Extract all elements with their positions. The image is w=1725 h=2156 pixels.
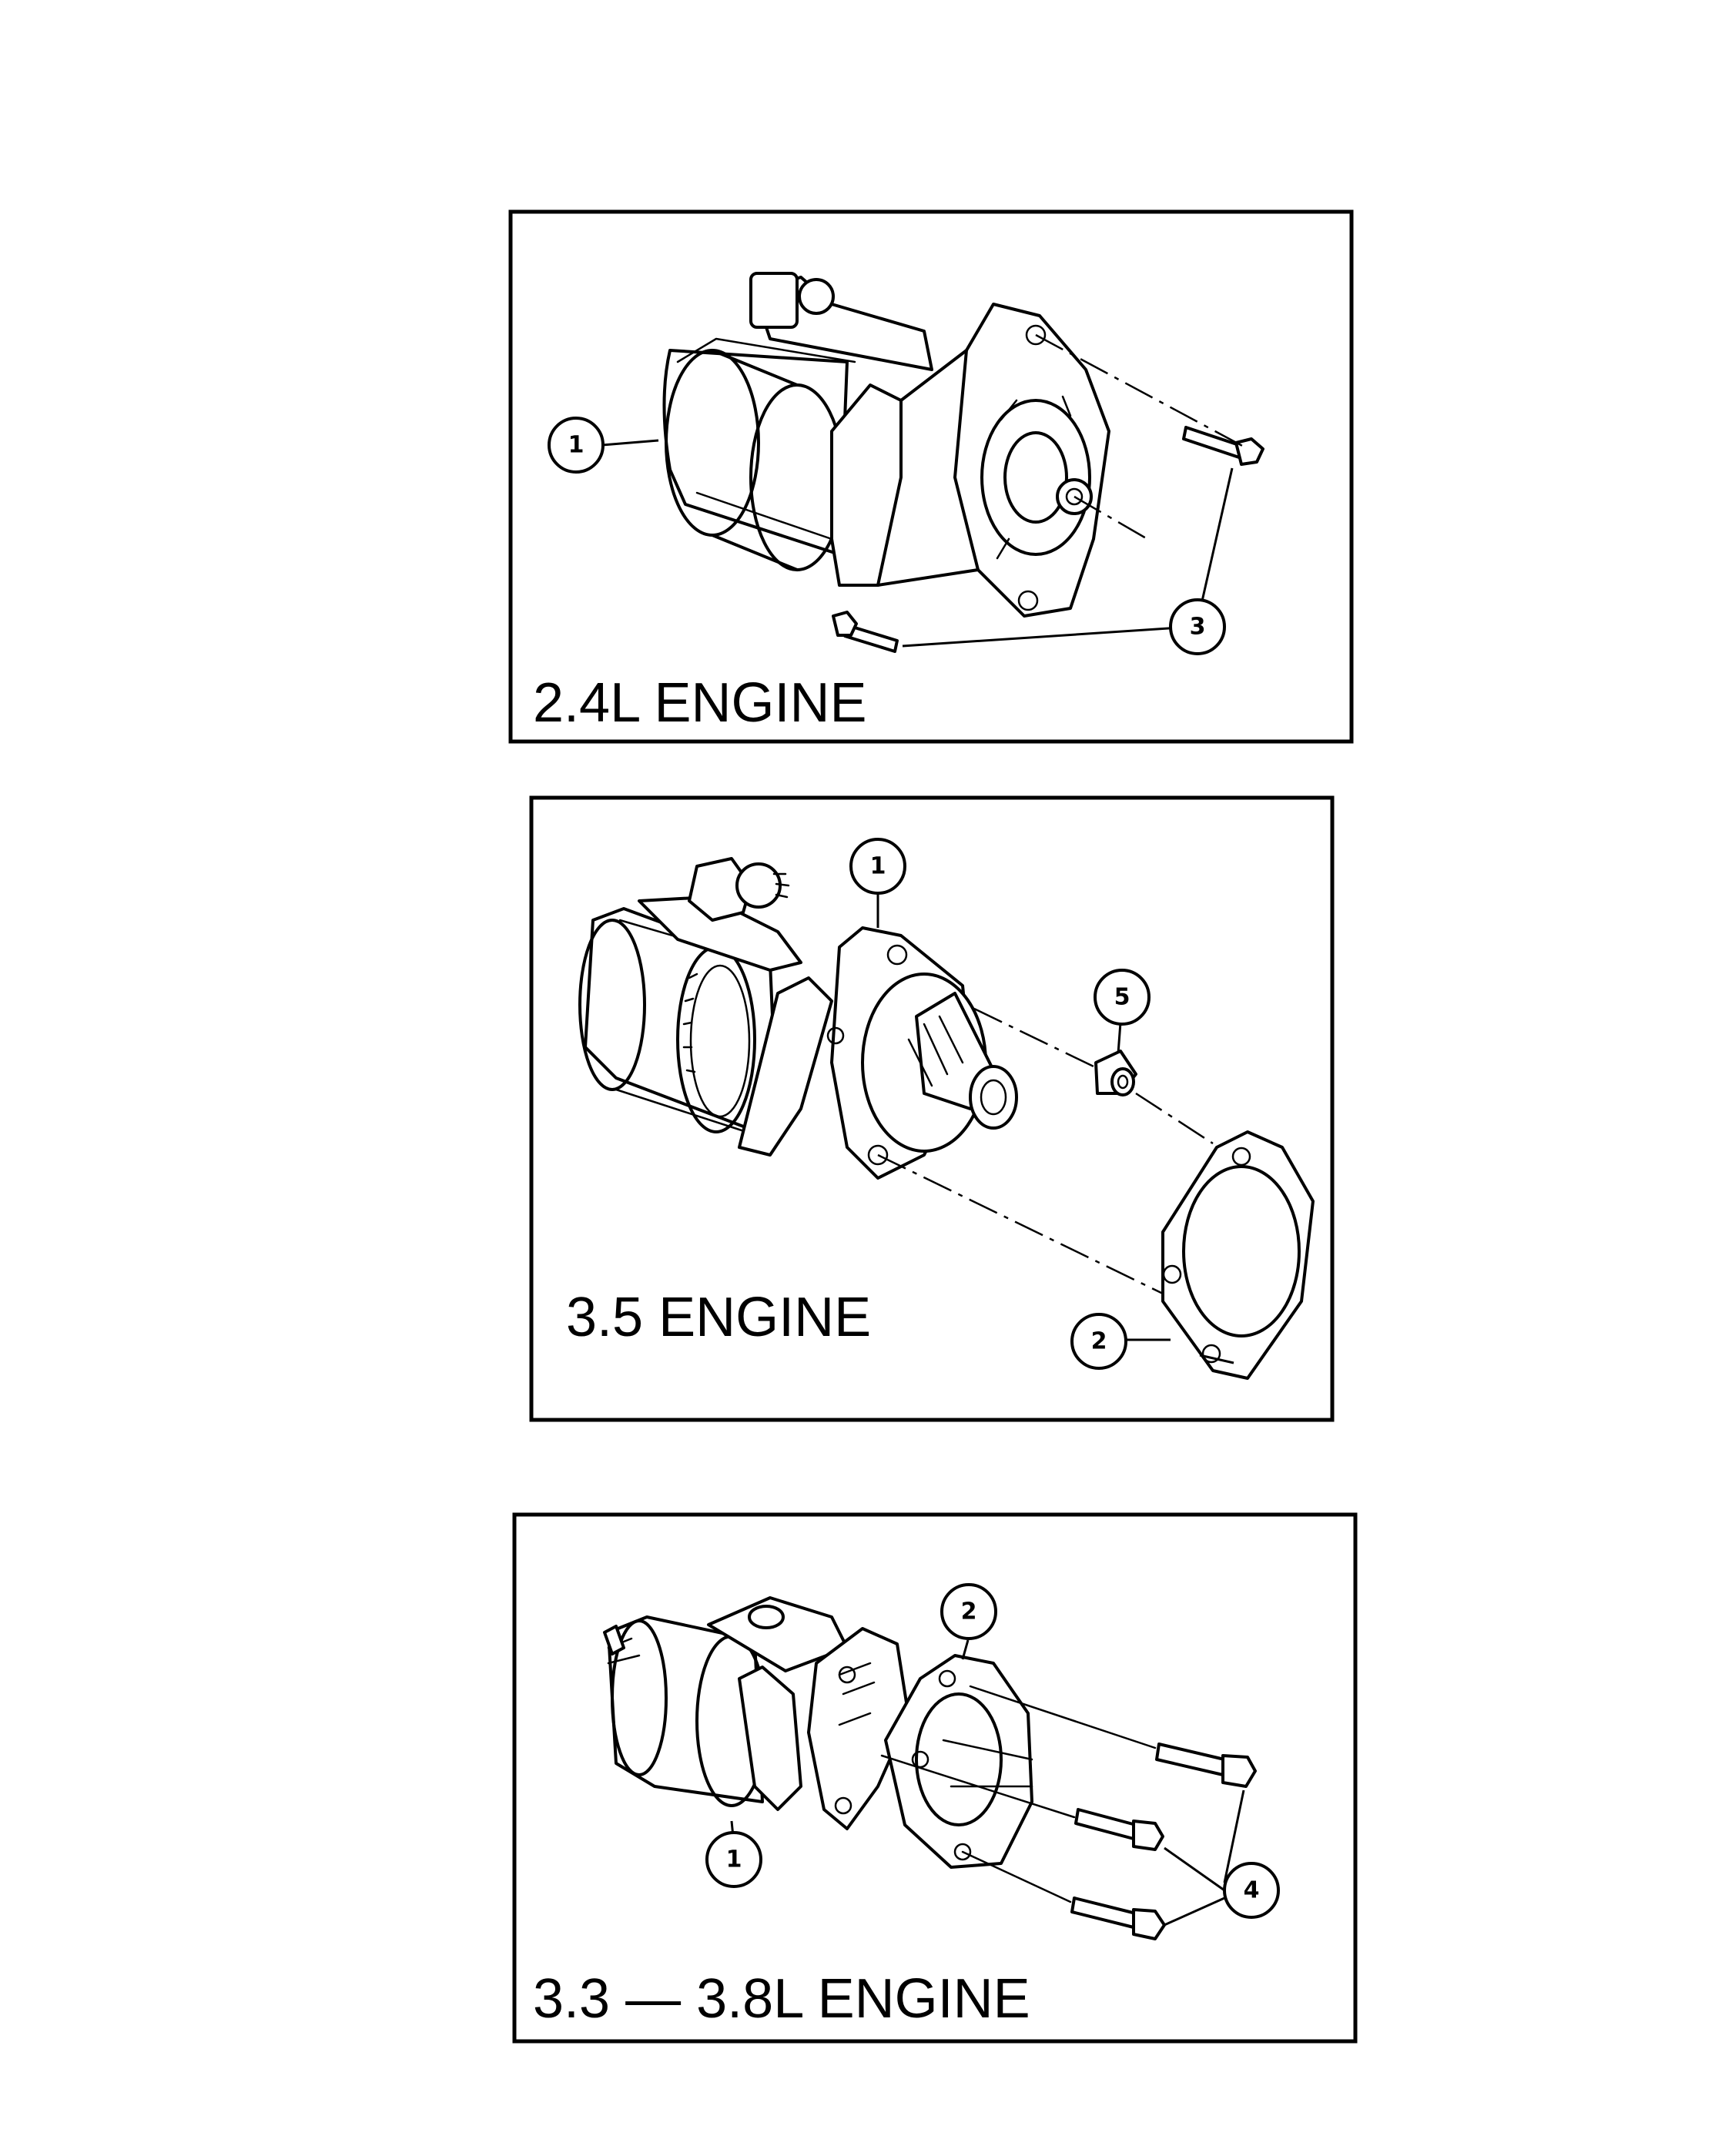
- svg-text:1: 1: [726, 1846, 742, 1873]
- starter-motor-drawing: [578, 857, 1018, 1180]
- bolt-middle: [1074, 1808, 1164, 1851]
- svg-text:1: 1: [568, 432, 584, 459]
- svg-text:2: 2: [961, 1599, 977, 1625]
- callout-2: 2: [1070, 1313, 1127, 1370]
- bolt-upper: [1182, 426, 1264, 466]
- panel-frame: [512, 1512, 1358, 2044]
- callout-4: 4: [1223, 1862, 1280, 1919]
- callout-1: 1: [849, 838, 906, 895]
- bolt-lower: [832, 611, 899, 653]
- bolt-bottom: [1070, 1897, 1166, 1940]
- panel-caption: 3.5 ENGINE: [566, 1287, 871, 1348]
- bolt-top: [1155, 1743, 1257, 1788]
- panel-3-3-3-8l: 2 1 4 3.3 — 3.8L ENGINE: [512, 1512, 1358, 2044]
- svg-text:5: 5: [1114, 984, 1130, 1011]
- svg-text:4: 4: [1244, 1877, 1260, 1904]
- panel-2-4l: 1 3 2.4L ENGINE: [508, 209, 1354, 744]
- panel-frame: [529, 795, 1335, 1422]
- svg-text:1: 1: [870, 853, 886, 880]
- panel-frame: [508, 209, 1354, 744]
- adapter-plate: [884, 1654, 1033, 1869]
- starter-motor-drawing: [662, 272, 1110, 618]
- panel-caption: 2.4L ENGINE: [533, 672, 867, 734]
- panel-3-5: 1 5 2 3.5 ENGINE: [529, 795, 1335, 1422]
- gasket: [1161, 1130, 1315, 1380]
- callout-1: 1: [705, 1831, 762, 1888]
- svg-text:2: 2: [1091, 1328, 1107, 1355]
- svg-text:3: 3: [1190, 614, 1206, 641]
- callout-1: 1: [548, 417, 605, 474]
- panel-caption: 3.3 — 3.8L ENGINE: [533, 1968, 1030, 2030]
- starter-motor-drawing: [603, 1596, 910, 1830]
- bushing: [1094, 1050, 1137, 1096]
- callout-3: 3: [1169, 598, 1226, 655]
- callout-5: 5: [1094, 969, 1151, 1026]
- callout-2: 2: [940, 1583, 997, 1640]
